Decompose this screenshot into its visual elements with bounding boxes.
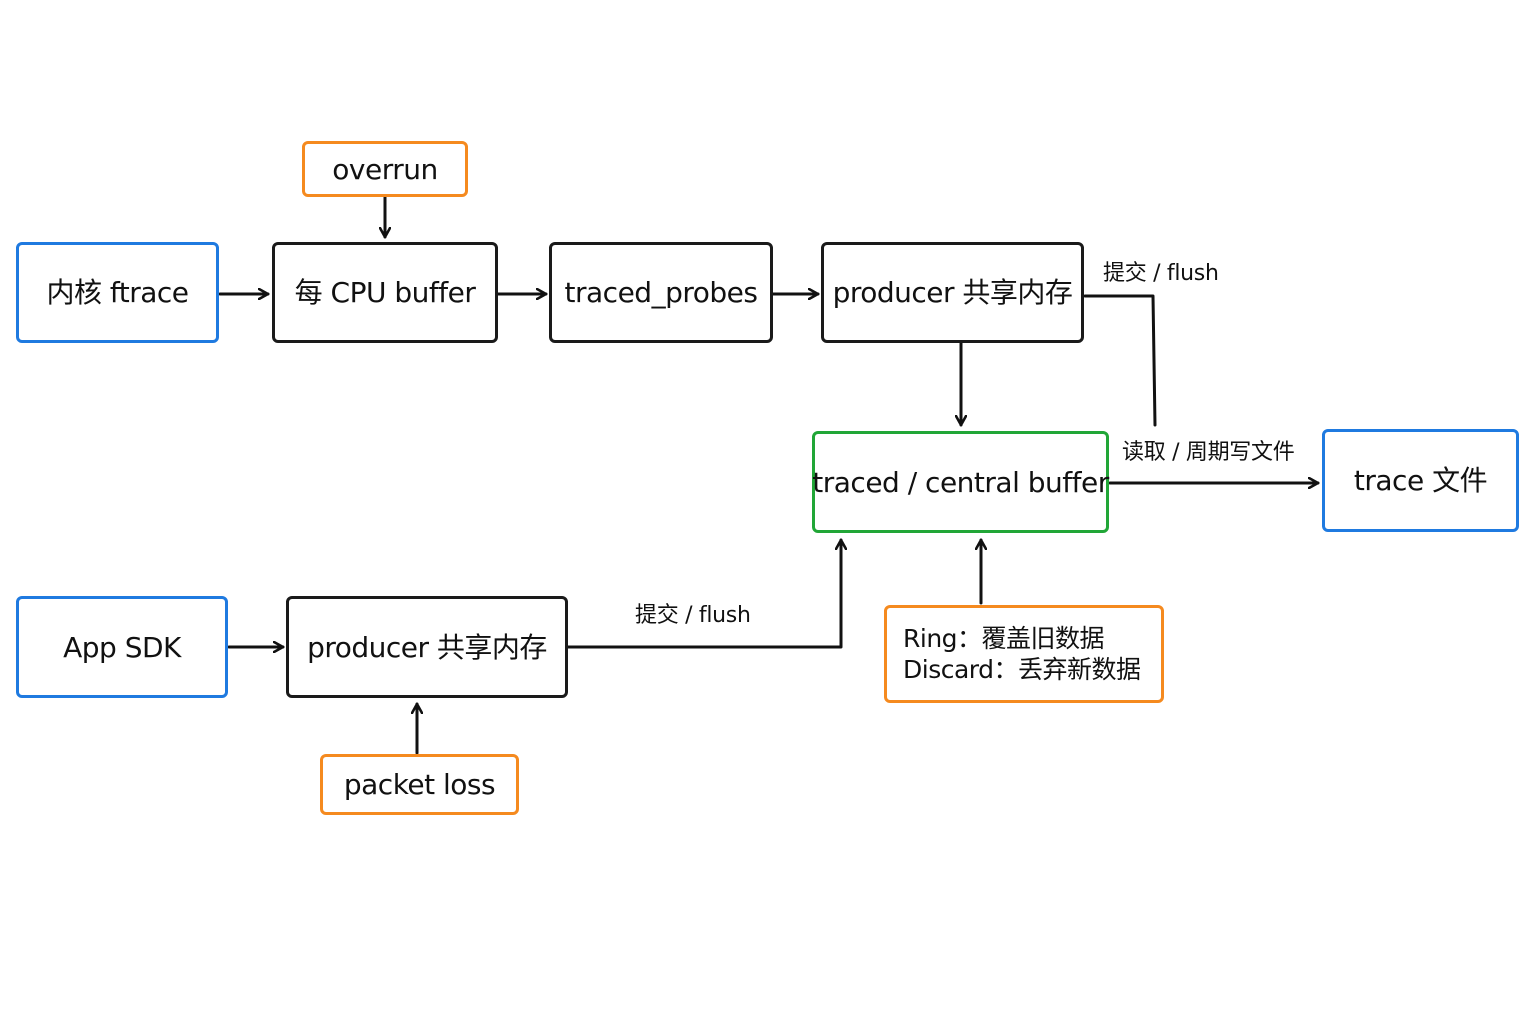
packet-loss-label: packet loss [343, 768, 496, 801]
app-sdk-label: App SDK [63, 630, 181, 664]
buffer-modes-box: Ring：覆盖旧数据 Discard：丢弃新数据 [884, 605, 1164, 703]
mode-ring-label: Ring：覆盖旧数据 [903, 623, 1105, 653]
read-write-file-label: 读取 / 周期写文件 [1122, 440, 1295, 465]
arrow-producer-flush-bottom [566, 538, 841, 649]
mode-discard-label: Discard：丢弃新数据 [903, 655, 1141, 684]
producer-shm-top-box: producer 共享内存 [821, 242, 1084, 343]
producer-shm-top-label: producer 共享内存 [832, 276, 1073, 309]
line-producer-flush-top [1083, 294, 1157, 427]
trace-file-label: trace 文件 [1353, 464, 1488, 497]
traced-probes-label: traced_probes [564, 276, 758, 309]
producer-shm-bottom-label: producer 共享内存 [307, 630, 547, 664]
commit-flush-top-label: 提交 / flush [1103, 261, 1219, 286]
commit-flush-bottom-label: 提交 / flush [635, 603, 751, 628]
per-cpu-buffer-label: 每 CPU buffer [294, 276, 476, 309]
traced-probes-box: traced_probes [549, 242, 773, 343]
kernel-ftrace-box: 内核 ftrace [16, 242, 219, 343]
overrun-box: overrun [302, 141, 468, 197]
trace-file-box: trace 文件 [1322, 429, 1519, 532]
per-cpu-buffer-box: 每 CPU buffer [272, 242, 498, 343]
app-sdk-box: App SDK [16, 596, 228, 698]
central-buffer-label: traced / central buffer [812, 465, 1109, 499]
packet-loss-box: packet loss [320, 754, 519, 815]
kernel-ftrace-label: 内核 ftrace [46, 276, 189, 309]
overrun-label: overrun [332, 152, 438, 186]
central-buffer-box: traced / central buffer [812, 431, 1109, 533]
producer-shm-bottom-box: producer 共享内存 [286, 596, 568, 698]
